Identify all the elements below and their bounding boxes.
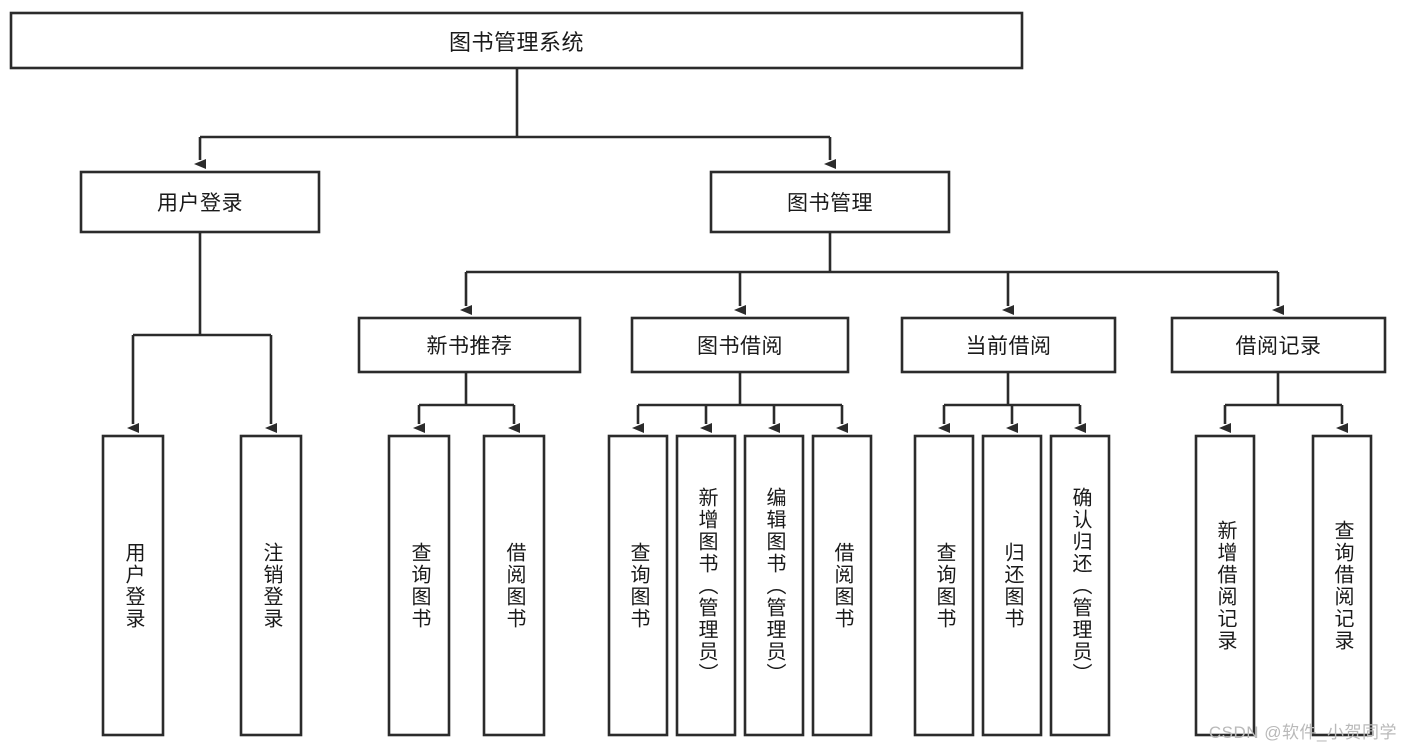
leaf-box-borrow-record-0[interactable] — [1194, 434, 1256, 737]
leaf-box-new-book-1[interactable] — [482, 434, 546, 737]
node-root-box[interactable] — [9, 11, 1024, 70]
node-user-login-box[interactable] — [79, 170, 321, 234]
leaf-box-user-login-0[interactable] — [101, 434, 165, 737]
node-book-borrow-box[interactable] — [630, 316, 850, 374]
watermark-text: CSDN @软件_小贺同学 — [1208, 723, 1397, 742]
node-borrow-record-box[interactable] — [1170, 316, 1387, 374]
node-current-borrow-box[interactable] — [900, 316, 1117, 374]
leaf-box-current-borrow-1[interactable] — [981, 434, 1043, 737]
leaf-box-book-borrow-0[interactable] — [607, 434, 669, 737]
leaf-box-new-book-0[interactable] — [387, 434, 451, 737]
leaf-box-book-borrow-2[interactable] — [743, 434, 805, 737]
leaf-box-book-borrow-1[interactable] — [675, 434, 737, 737]
leaf-box-book-borrow-3[interactable] — [811, 434, 873, 737]
node-new-book-recommend-box[interactable] — [357, 316, 582, 374]
leaf-box-borrow-record-1[interactable] — [1311, 434, 1373, 737]
leaf-box-current-borrow-0[interactable] — [913, 434, 975, 737]
node-book-manage-box[interactable] — [709, 170, 951, 234]
leaf-box-current-borrow-2[interactable] — [1049, 434, 1111, 737]
leaf-box-user-login-1[interactable] — [239, 434, 303, 737]
